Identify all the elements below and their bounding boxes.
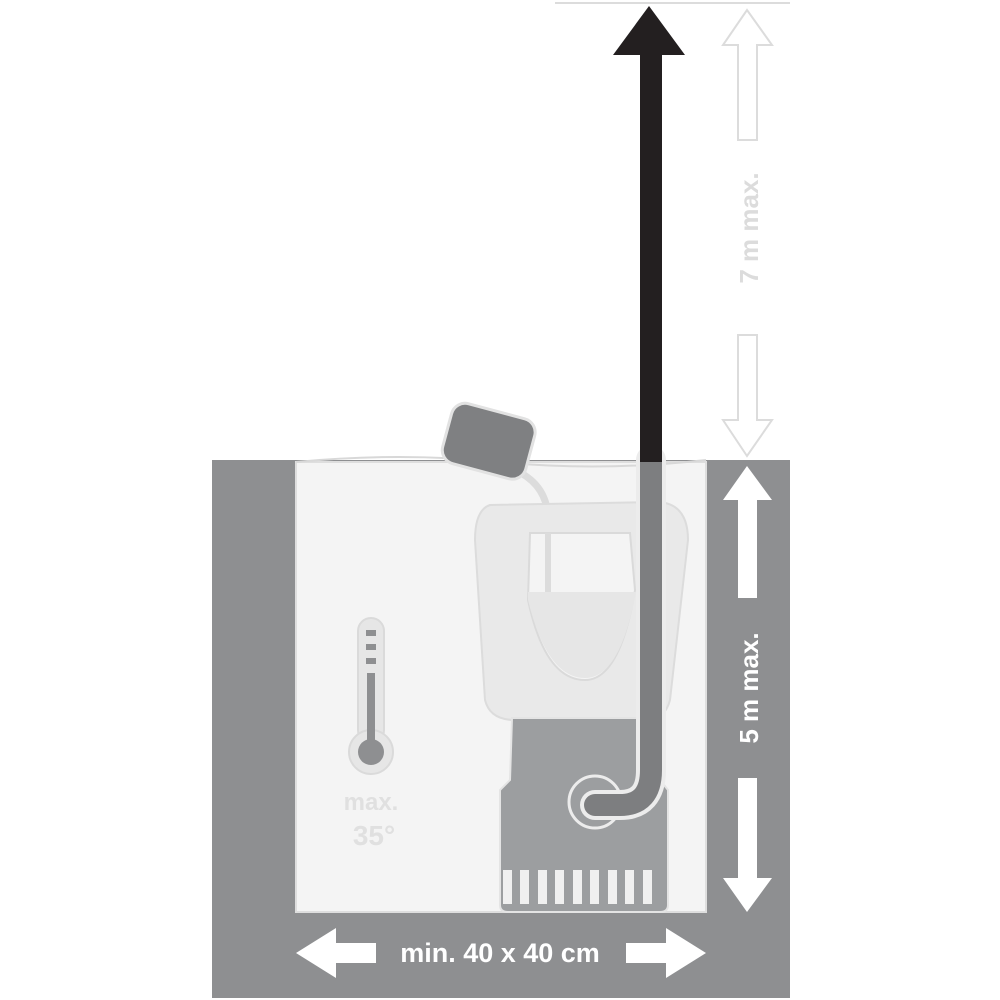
delivery-height-label: 7 m max. — [734, 172, 764, 283]
height-arrow-up-icon — [721, 8, 774, 141]
width-arrow-left-icon — [296, 928, 376, 978]
depth-arrow-down-icon — [723, 778, 772, 912]
immersion-depth-label: 5 m max. — [734, 632, 764, 743]
depth-arrow-up-icon — [723, 466, 772, 598]
height-arrow-down-icon — [721, 334, 774, 458]
hose — [584, 449, 662, 816]
shaft-size-label: min. 40 x 40 cm — [400, 938, 600, 968]
width-arrow-right-icon — [626, 928, 706, 978]
upward-flow-arrow-icon — [613, 6, 685, 462]
temperature-label-line1: max. — [344, 789, 399, 816]
pump-intake-slots — [503, 870, 652, 904]
temperature-label-line2: 35° — [353, 820, 395, 851]
thermometer-icon — [348, 617, 394, 775]
float-switch-icon — [440, 401, 537, 481]
